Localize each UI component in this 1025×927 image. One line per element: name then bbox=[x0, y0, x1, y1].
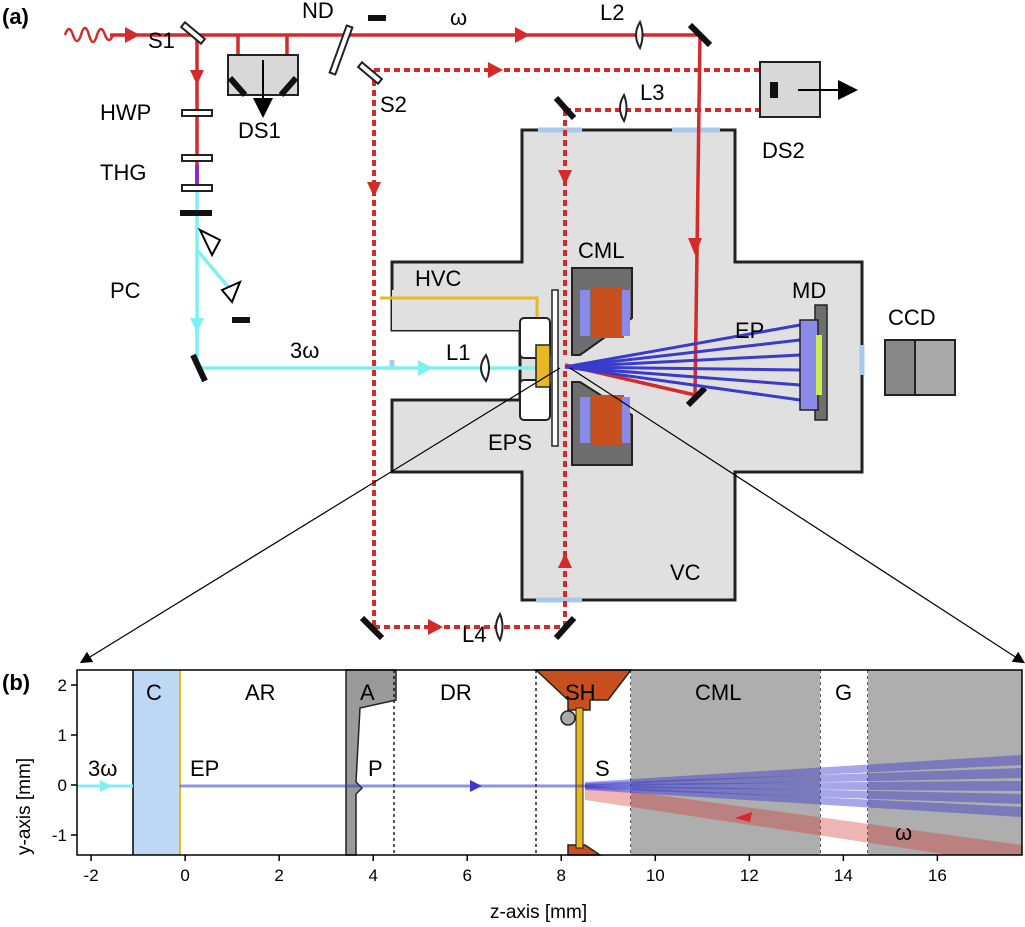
panel-b-tag: (b) bbox=[2, 670, 30, 695]
y-axis-ticks: 2 1 0 -1 bbox=[52, 676, 77, 845]
label-cml: CML bbox=[578, 238, 624, 263]
magnetic-lens-cml bbox=[571, 267, 633, 466]
region-label-ar: AR bbox=[245, 680, 276, 705]
label-omega: ω bbox=[450, 5, 467, 30]
prism-2 bbox=[220, 280, 242, 304]
panel-b: (b) bbox=[2, 669, 1023, 923]
waveplates bbox=[181, 109, 213, 192]
region-label-a: A bbox=[360, 680, 375, 705]
omega-beam bbox=[585, 785, 1022, 855]
region-label-dr: DR bbox=[440, 680, 472, 705]
splitter-s1 bbox=[179, 20, 207, 46]
region-c bbox=[133, 670, 180, 855]
splitter-s2 bbox=[356, 60, 384, 86]
x-tick-label: 12 bbox=[740, 866, 759, 885]
hvc-port bbox=[392, 290, 520, 330]
electron-arrow-b bbox=[470, 780, 482, 792]
ccd-camera bbox=[884, 339, 956, 396]
x-tick-label: 4 bbox=[368, 866, 377, 885]
pulse-icon bbox=[63, 26, 115, 44]
x-tick-label: 6 bbox=[462, 866, 471, 885]
label-s1: S1 bbox=[148, 28, 175, 53]
label-l2: L2 bbox=[600, 0, 624, 25]
electron-rays bbox=[564, 323, 801, 402]
lenses bbox=[480, 19, 644, 643]
label-omega-b: ω bbox=[895, 820, 912, 845]
label-s2: S2 bbox=[380, 92, 407, 117]
label-three-omega: 3ω bbox=[290, 338, 319, 363]
x-tick-label: 0 bbox=[180, 866, 189, 885]
label-ep-b: EP bbox=[190, 756, 219, 781]
sample-s bbox=[575, 707, 584, 849]
ds1-mirrors bbox=[227, 76, 299, 97]
x-tick-label: 16 bbox=[928, 866, 947, 885]
label-l4: L4 bbox=[462, 622, 486, 647]
panel-a: (a) bbox=[2, 0, 1025, 664]
region-cml bbox=[631, 670, 820, 855]
detector-md bbox=[799, 304, 828, 421]
x-tick-label: -2 bbox=[84, 866, 99, 885]
region-cml-right bbox=[868, 670, 1022, 855]
region-label-cml: CML bbox=[695, 680, 741, 705]
electrode-eps bbox=[519, 289, 559, 447]
y-tick-label: 0 bbox=[58, 776, 67, 795]
delayed-beam-path bbox=[372, 68, 804, 629]
region-label-sh: SH bbox=[565, 680, 596, 705]
label-hvc: HVC bbox=[415, 266, 462, 291]
y-tick-label: 2 bbox=[58, 676, 67, 695]
x-axis-label: z-axis [mm] bbox=[490, 902, 587, 923]
prism-1 bbox=[197, 227, 222, 258]
zoom-line-right bbox=[569, 367, 1025, 664]
x-tick-label: 2 bbox=[274, 866, 283, 885]
label-ds2: DS2 bbox=[762, 138, 805, 163]
label-nd: ND bbox=[302, 0, 334, 23]
label-ccd: CCD bbox=[888, 305, 936, 330]
plot-area bbox=[77, 670, 1022, 855]
label-thg: THG bbox=[100, 160, 146, 185]
x-tick-label: 8 bbox=[557, 866, 566, 885]
label-md: MD bbox=[792, 278, 826, 303]
label-eps: EPS bbox=[488, 430, 532, 455]
plot-frame bbox=[76, 669, 1023, 856]
label-vc: VC bbox=[670, 560, 701, 585]
label-three-omega-b: 3ω bbox=[88, 756, 117, 781]
uv-arrows bbox=[190, 318, 433, 376]
label-p: P bbox=[368, 756, 383, 781]
y-axis-label: y-axis [mm] bbox=[14, 758, 35, 855]
label-pc: PC bbox=[110, 278, 141, 303]
label-s: S bbox=[595, 756, 610, 781]
beam-arrows bbox=[125, 27, 702, 635]
sample-holder-top bbox=[534, 669, 633, 711]
label-l3: L3 bbox=[640, 80, 664, 105]
zoom-line-left bbox=[79, 367, 561, 664]
electron-fan-b bbox=[585, 755, 1022, 817]
label-l1: L1 bbox=[446, 340, 470, 365]
y-tick-label: -1 bbox=[52, 826, 67, 845]
x-tick-label: 10 bbox=[646, 866, 665, 885]
sample-pivot bbox=[560, 710, 576, 726]
omega-arrow bbox=[735, 812, 752, 822]
uv-arrow-b bbox=[100, 780, 112, 792]
nd-filter bbox=[328, 24, 354, 76]
label-ep: EP bbox=[735, 318, 764, 343]
panel-a-tag: (a) bbox=[2, 4, 29, 29]
x-tick-label: 14 bbox=[834, 866, 853, 885]
x-axis-ticks: -2 0 2 4 6 8 10 12 14 16 bbox=[84, 855, 947, 885]
ds2-mirror bbox=[770, 82, 778, 98]
mirrors bbox=[180, 15, 713, 641]
label-ds1: DS1 bbox=[238, 118, 281, 143]
region-label-g: G bbox=[835, 680, 852, 705]
label-hwp: HWP bbox=[100, 100, 151, 125]
region-label-c: C bbox=[146, 680, 162, 705]
y-tick-label: 1 bbox=[58, 726, 67, 745]
